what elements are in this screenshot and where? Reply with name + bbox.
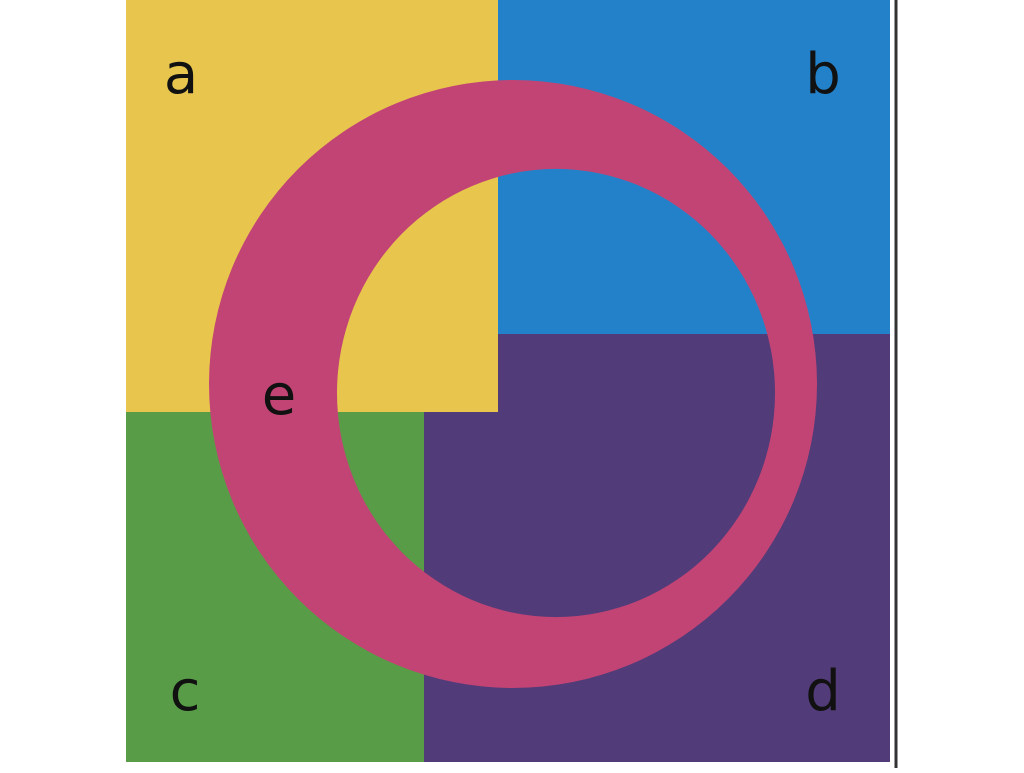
label-d: d [805,659,841,724]
label-b: b [805,42,841,107]
label-e: e [262,363,296,428]
region-e-ring [209,80,817,688]
label-a: a [164,42,198,107]
label-c: c [170,659,201,724]
